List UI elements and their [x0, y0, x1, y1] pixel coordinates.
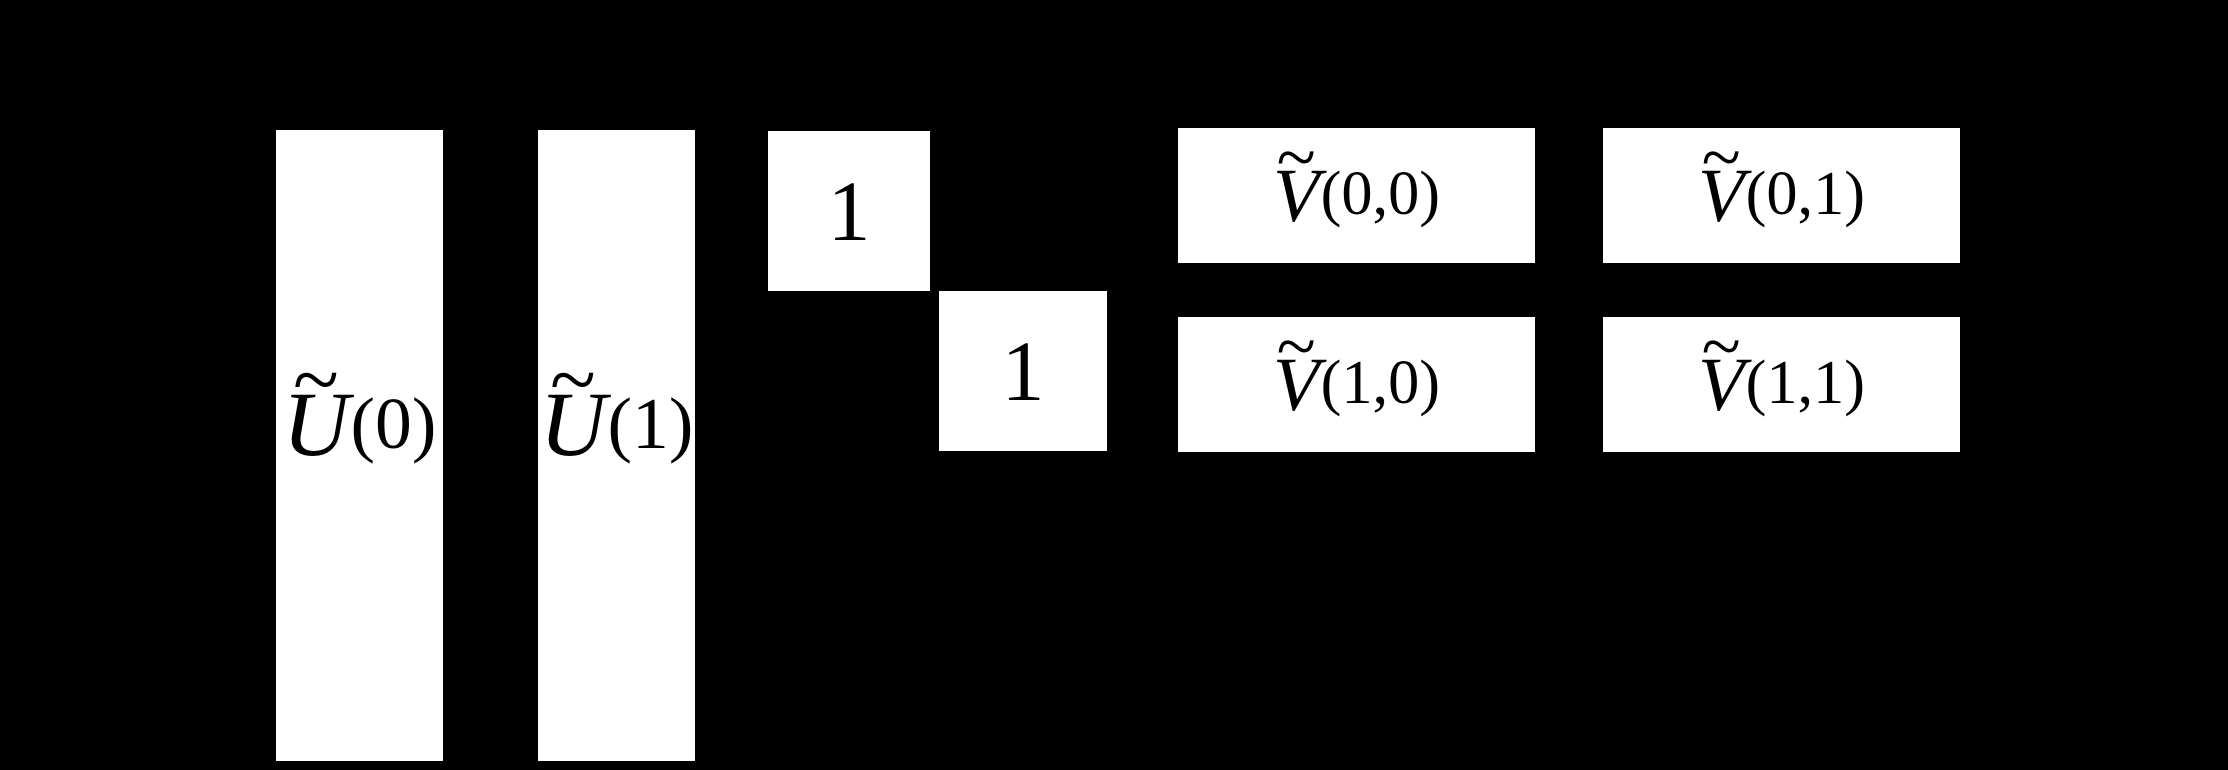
label-wrap-u0: ~ U (0)	[283, 338, 437, 470]
math-letter-v00: V	[1272, 153, 1320, 238]
math-superscript-v00: (0,0)	[1320, 159, 1441, 229]
math-label-u0: ~ U (0)	[283, 338, 437, 470]
math-label-v01: ~ V (0,1)	[1698, 128, 1866, 234]
math-letter-v01: V	[1697, 153, 1745, 238]
math-base-v01: ~ V	[1698, 128, 1744, 234]
math-superscript-v11: (1,1)	[1745, 348, 1866, 418]
math-superscript-u1: (1)	[607, 381, 694, 464]
math-letter-u1: U	[539, 373, 607, 475]
math-letter-v10: V	[1272, 342, 1320, 427]
block-v-factor-0-0: ~ V (0,0)	[1178, 128, 1535, 263]
math-superscript-v01: (0,1)	[1745, 159, 1866, 229]
math-label-v00: ~ V (0,0)	[1273, 128, 1441, 234]
block-identity-1: 1	[939, 291, 1107, 451]
math-letter-u0: U	[282, 373, 350, 475]
math-label-u1: ~ U (1)	[540, 338, 694, 470]
block-identity-0: 1	[768, 131, 930, 291]
math-base-v10: ~ V	[1273, 317, 1319, 423]
math-base-u1: ~ U	[540, 338, 606, 470]
math-label-v11: ~ V (1,1)	[1698, 317, 1866, 423]
block-u-factor-0: ~ U (0)	[276, 130, 443, 761]
math-base-u0: ~ U	[283, 338, 349, 470]
math-letter-v11: V	[1697, 342, 1745, 427]
math-base-v00: ~ V	[1273, 128, 1319, 234]
block-v-factor-1-0: ~ V (1,0)	[1178, 317, 1535, 452]
label-wrap-u1: ~ U (1)	[540, 338, 694, 470]
identity-label-1: 1	[1001, 323, 1045, 419]
block-v-factor-0-1: ~ V (0,1)	[1603, 128, 1960, 263]
block-v-factor-1-1: ~ V (1,1)	[1603, 317, 1960, 452]
math-superscript-u0: (0)	[350, 381, 437, 464]
identity-label-0: 1	[827, 163, 871, 259]
math-label-v10: ~ V (1,0)	[1273, 317, 1441, 423]
block-u-factor-1: ~ U (1)	[538, 130, 695, 761]
math-superscript-v10: (1,0)	[1320, 348, 1441, 418]
math-base-v11: ~ V	[1698, 317, 1744, 423]
